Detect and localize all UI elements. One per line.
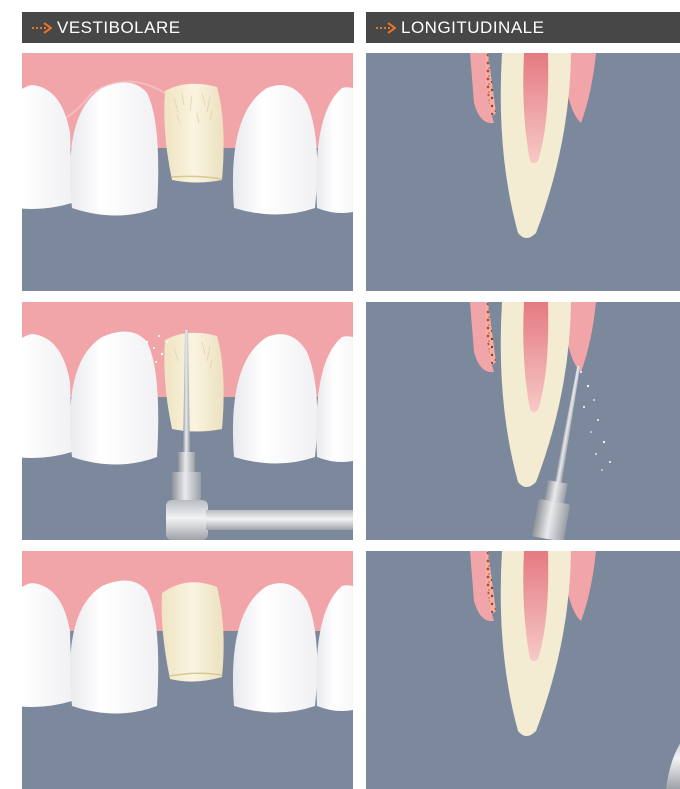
- panel-longitudinale-2: [366, 302, 680, 540]
- tooth-stub: [162, 582, 224, 681]
- debris: [580, 371, 611, 471]
- tooth-stub: [164, 333, 223, 432]
- header-title-vestibolare: VESTIBOLARE: [57, 18, 181, 38]
- tooth-stub: [164, 84, 223, 183]
- dotted-arrow-right-icon: [376, 22, 396, 34]
- header-vestibolare: VESTIBOLARE: [22, 12, 354, 43]
- panel-vestibolare-3: [22, 551, 353, 789]
- header-title-longitudinale: LONGITUDINALE: [401, 18, 544, 38]
- panel-longitudinale-3: [366, 551, 680, 789]
- panel-longitudinale-1: [366, 53, 680, 291]
- instrument-tip-icon: [666, 733, 680, 789]
- header-longitudinale: LONGITUDINALE: [366, 12, 680, 43]
- panel-vestibolare-1: [22, 53, 353, 291]
- dotted-arrow-right-icon: [32, 22, 52, 34]
- panel-vestibolare-2: [22, 302, 353, 540]
